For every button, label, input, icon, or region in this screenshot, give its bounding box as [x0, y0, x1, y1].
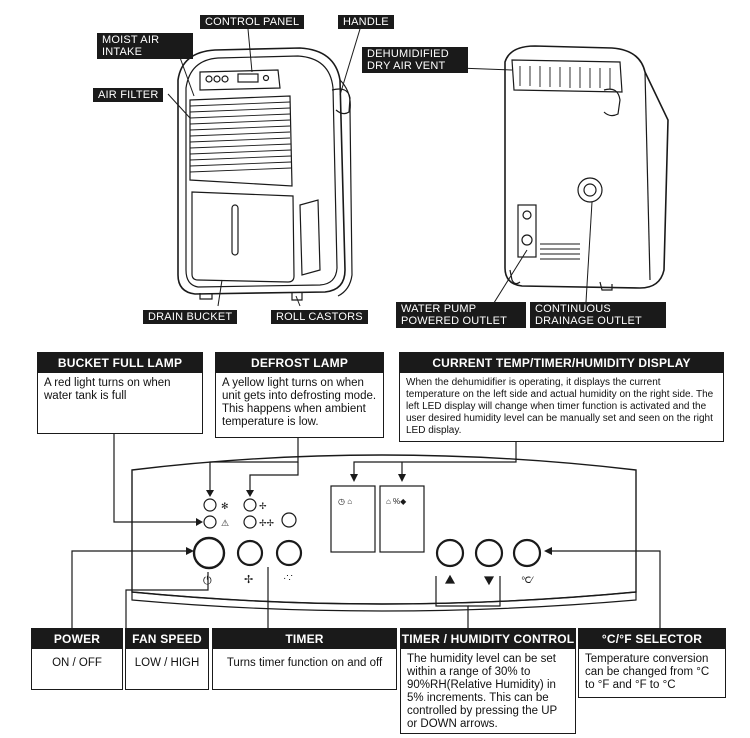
- svg-text:⚠: ⚠: [221, 518, 229, 528]
- front-unit-illustration: [177, 47, 353, 301]
- callout-title: °C/°F SELECTOR: [579, 629, 725, 649]
- callout-bucket-full-lamp: BUCKET FULL LAMP A red light turns on wh…: [37, 352, 203, 434]
- back-unit-illustration: [504, 45, 669, 291]
- label-continuous-drainage-outlet: CONTINUOUS DRAINAGE OUTLET: [530, 302, 666, 328]
- callout-text: Temperature conversion can be changed fr…: [585, 653, 710, 691]
- defrost-lamp-icon: ✢ ✢✢: [243, 498, 275, 529]
- label-roll-castors: ROLL CASTORS: [271, 310, 368, 324]
- label-moist-air-intake: MOIST AIR INTAKE: [97, 33, 193, 59]
- callout-timer: TIMER Turns timer function on and off: [212, 628, 397, 690]
- callout-title: TIMER / HUMIDITY CONTROL: [401, 629, 575, 649]
- label-water-pump-outlet: WATER PUMP POWERED OUTLET: [396, 302, 526, 328]
- callout-power: POWER ON / OFF: [31, 628, 123, 690]
- bucket-full-lamp-icon: ✻ ⚠: [203, 498, 229, 529]
- svg-text:⌂ %◆: ⌂ %◆: [386, 497, 407, 506]
- svg-text:✢: ✢: [244, 574, 253, 586]
- callout-fan-speed: FAN SPEED LOW / HIGH: [125, 628, 209, 690]
- callout-title: POWER: [32, 629, 122, 649]
- label-air-filter: AIR FILTER: [93, 88, 164, 102]
- label-handle: HANDLE: [338, 15, 394, 29]
- callout-text: When the dehumidifier is operating, it d…: [406, 377, 714, 436]
- callout-title: BUCKET FULL LAMP: [38, 353, 202, 373]
- svg-text:✻: ✻: [221, 501, 229, 511]
- callout-cf-selector: °C/°F SELECTOR Temperature conversion ca…: [578, 628, 726, 698]
- callout-text: The humidity level can be set within a r…: [407, 653, 558, 730]
- svg-text:◷ ⌂: ◷ ⌂: [338, 497, 352, 506]
- svg-text:·∵: ·∵: [283, 573, 293, 584]
- callout-defrost-lamp: DEFROST LAMP A yellow light turns on whe…: [215, 352, 384, 438]
- callout-text: A red light turns on when water tank is …: [44, 377, 171, 402]
- label-dehumidified-dry-air-vent: DEHUMIDIFIED DRY AIR VENT: [362, 47, 468, 73]
- svg-text:✢: ✢: [259, 501, 267, 511]
- callout-text: Turns timer function on and off: [226, 657, 383, 669]
- label-control-panel: CONTROL PANEL: [200, 15, 305, 29]
- callout-text: A yellow light turns on when unit gets i…: [222, 377, 377, 428]
- svg-text:✢✢: ✢✢: [259, 518, 275, 528]
- callout-title: DEFROST LAMP: [216, 353, 383, 373]
- callout-title: CURRENT TEMP/TIMER/HUMIDITY DISPLAY: [400, 353, 723, 373]
- connector-lines: [71, 432, 661, 628]
- callout-timer-humidity-control: TIMER / HUMIDITY CONTROL The humidity le…: [400, 628, 576, 734]
- svg-text:℃⁄: ℃⁄: [521, 575, 534, 585]
- label-drain-bucket: DRAIN BUCKET: [143, 310, 238, 324]
- callout-title: TIMER: [213, 629, 396, 649]
- callout-text: ON / OFF: [52, 657, 102, 669]
- callout-display: CURRENT TEMP/TIMER/HUMIDITY DISPLAY When…: [399, 352, 724, 442]
- callout-title: FAN SPEED: [126, 629, 208, 649]
- callout-text: LOW / HIGH: [134, 657, 200, 669]
